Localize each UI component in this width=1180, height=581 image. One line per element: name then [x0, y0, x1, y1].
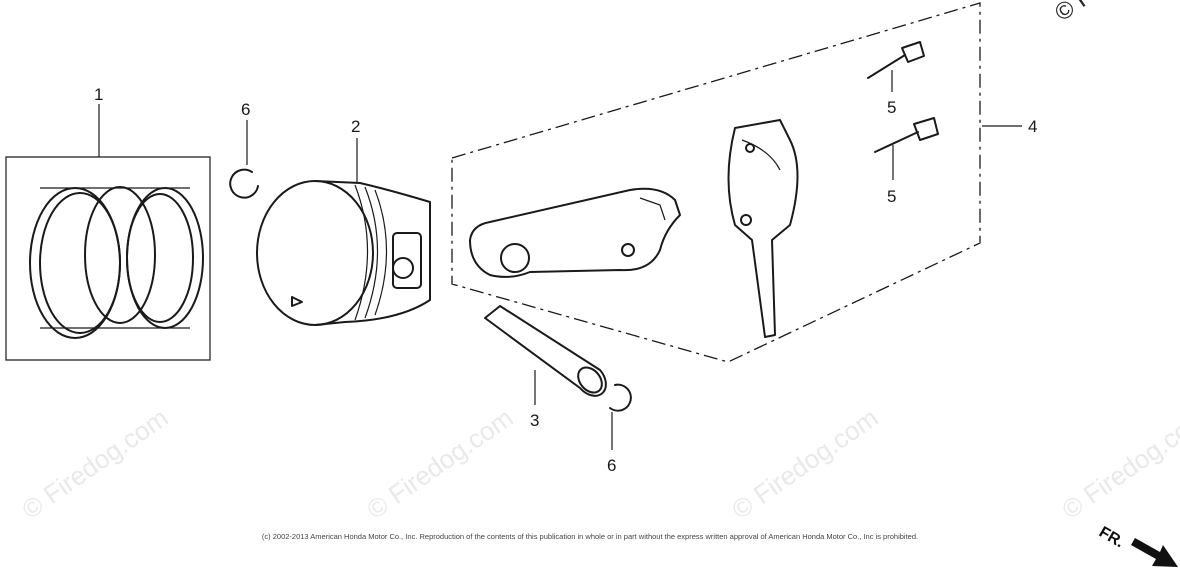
callout-4: 4	[1028, 117, 1037, 136]
watermarks: © Firedog.com © Firedog.com © Firedog.co…	[16, 402, 1180, 525]
callout-2: 2	[351, 117, 360, 136]
watermark: © Firedog.com	[726, 402, 883, 525]
piston-pin-clip-bottom[interactable]	[609, 383, 632, 412]
connecting-rod-bolt-bottom[interactable]	[874, 117, 939, 153]
front-direction-arrow: FR.	[1096, 524, 1178, 567]
connecting-rod-assembly[interactable]	[451, 2, 981, 363]
callout-3: 3	[530, 411, 539, 430]
connecting-rod-bolt-top[interactable]	[867, 41, 925, 79]
callout-5-top: 5	[887, 98, 896, 117]
piston-pin[interactable]	[484, 305, 607, 397]
copyright-notice: (c) 2002-2013 American Honda Motor Co., …	[261, 532, 919, 541]
callout-6-bottom: 6	[607, 456, 616, 475]
callout-1: 1	[94, 85, 103, 104]
watermark: © Firedog.com	[1056, 402, 1180, 525]
arrow-icon	[1131, 538, 1178, 567]
watermark: © Firedog.com	[16, 402, 173, 525]
piston[interactable]	[256, 180, 431, 326]
callout-6-top: 6	[241, 100, 250, 119]
piston-ring-set[interactable]	[5, 156, 211, 361]
piston-pin-clip-top[interactable]	[229, 168, 259, 199]
watermark: © Firedog.com	[361, 402, 518, 525]
corner-watermark: © F	[1050, 0, 1097, 27]
callout-5-bottom: 5	[887, 187, 896, 206]
